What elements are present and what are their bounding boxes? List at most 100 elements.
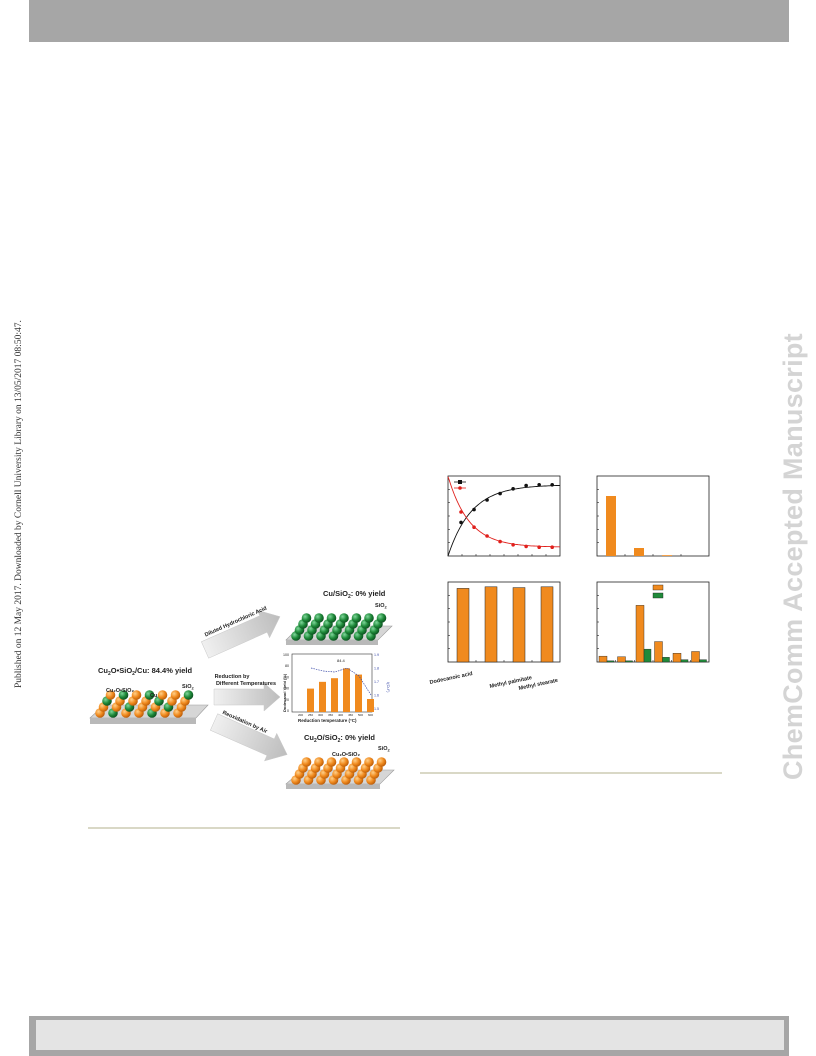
particle xyxy=(105,690,116,700)
inset-bar xyxy=(331,678,338,712)
cu2o-particle xyxy=(364,757,374,767)
orange-bar xyxy=(598,655,608,663)
orange-bar xyxy=(672,653,682,663)
bar xyxy=(634,548,644,556)
conversion-fit-line xyxy=(447,484,561,557)
svg-text:Cu/SiO2: 0% yield: Cu/SiO2: 0% yield xyxy=(323,589,386,600)
reduction-label-1: Reduction by xyxy=(215,674,251,680)
inset-right-tick: 1.9 xyxy=(374,653,379,657)
svg-text:SiO2: SiO2 xyxy=(182,684,194,691)
black-data-point xyxy=(472,507,476,512)
inset-x-tick: 300 xyxy=(318,713,323,717)
green-bar xyxy=(606,660,615,663)
bar xyxy=(662,555,672,556)
inset-x-tick: 400 xyxy=(338,713,343,717)
black-data-point xyxy=(485,498,489,502)
cu2o-sio2-slab xyxy=(285,757,395,789)
orange-bar xyxy=(654,641,663,663)
orange-bar xyxy=(691,651,700,663)
reduction-label-2: Different Temperatures xyxy=(216,681,276,687)
arrow-reoxidation: Reoxidation by Air xyxy=(210,710,288,762)
legend-marker-black xyxy=(458,480,462,484)
green-bar xyxy=(680,659,689,663)
red-data-point xyxy=(511,543,515,547)
inset-bar xyxy=(355,674,362,712)
cu2o-particle xyxy=(326,757,337,767)
inset-right-tick: 1.8 xyxy=(374,667,379,671)
bar xyxy=(606,496,616,556)
legend-marker-red xyxy=(458,486,462,490)
particle xyxy=(131,690,142,700)
cu2o-particle xyxy=(351,757,362,767)
arrow-reduction xyxy=(213,682,281,712)
svg-text:Cu2O•SiO2/Cu: 84.4% yield: Cu2O•SiO2/Cu: 84.4% yield xyxy=(98,666,192,677)
inset-right-tick: 1.6 xyxy=(374,694,379,698)
bar xyxy=(512,587,526,663)
cu-particle xyxy=(376,613,387,623)
inset-left-tick: 60 xyxy=(285,675,289,679)
green-bar xyxy=(625,660,633,663)
svg-text:Reduction temperature (°C): Reduction temperature (°C) xyxy=(298,718,357,723)
inset-x-tick: 600 xyxy=(368,713,373,717)
black-data-point xyxy=(537,483,541,487)
inset-left-tick: 40 xyxy=(285,687,289,691)
red-data-point xyxy=(472,525,476,529)
black-data-point xyxy=(550,483,554,487)
particle xyxy=(183,690,194,700)
bar xyxy=(540,586,554,663)
page-footer-inner xyxy=(36,1020,784,1050)
cu-particle xyxy=(351,613,362,623)
inset-right-tick: 1.5 xyxy=(374,707,379,711)
cu2o-particle xyxy=(376,757,387,767)
inset-temperature-chart: 84.4 Reduction temperature (°C) Dodecano… xyxy=(282,653,391,723)
cu-particle xyxy=(339,613,349,623)
page-header-bar xyxy=(29,0,789,42)
inset-bar xyxy=(343,668,350,712)
svg-text:Cu2O/SiO2: 0% yield: Cu2O/SiO2: 0% yield xyxy=(304,733,375,744)
kinetics-panel xyxy=(447,475,561,557)
black-data-point xyxy=(511,487,515,491)
reactant-fit-line xyxy=(447,476,561,548)
cu2o-sio2-tag: Cu₂O•SiO₂ xyxy=(106,688,134,694)
inset-bar xyxy=(319,681,326,712)
inset-left-tick: 0 xyxy=(287,709,289,713)
mixed-catalyst-slab xyxy=(89,690,209,724)
legend-swatch-green xyxy=(652,592,664,599)
inset-left-tick: 80 xyxy=(285,664,289,668)
red-data-point xyxy=(524,544,528,549)
green-bar xyxy=(643,648,652,663)
inset-x-tick: 200 xyxy=(298,713,303,717)
right-column-rule xyxy=(420,772,722,774)
green-bar xyxy=(662,657,670,663)
cu2o-sio2-tag-2: Cu₂O•SiO₂ xyxy=(332,752,360,758)
svg-text:I(Cu⁰): I(Cu⁰) xyxy=(386,682,391,693)
svg-text:SiO2: SiO2 xyxy=(378,746,390,753)
cu-particle xyxy=(314,613,324,623)
substrate-scope-panel xyxy=(447,581,561,663)
black-data-point xyxy=(498,491,502,496)
particle xyxy=(144,690,155,700)
inset-right-tick: 1.7 xyxy=(374,680,379,684)
cu2o-particle xyxy=(314,757,324,767)
svg-text:SiO2: SiO2 xyxy=(375,603,387,610)
inset-x-tick: 350 xyxy=(328,713,333,717)
particle xyxy=(170,690,181,700)
inset-x-tick: 250 xyxy=(308,713,313,717)
left-column-rule xyxy=(88,827,400,829)
arrow-acid: Diluted Hydrochloric Acid xyxy=(201,606,281,659)
inset-left-tick: 100 xyxy=(283,653,289,657)
cu-particle xyxy=(364,613,374,623)
cu-particle xyxy=(301,613,312,623)
inset-x-tick: 500 xyxy=(358,713,363,717)
orange-bar xyxy=(635,605,645,663)
x-tick-dodecanoic: Dodecanoic acid xyxy=(429,671,473,686)
red-data-point xyxy=(550,545,554,549)
black-data-point xyxy=(459,520,463,525)
cu2o-particle xyxy=(301,757,312,767)
inset-bar xyxy=(367,699,374,712)
legend-swatch-orange xyxy=(652,584,664,591)
inset-left-tick: 20 xyxy=(285,698,289,702)
cu-particle xyxy=(326,613,337,623)
svg-text:Dodecanol Yield (%): Dodecanol Yield (%) xyxy=(282,673,287,712)
